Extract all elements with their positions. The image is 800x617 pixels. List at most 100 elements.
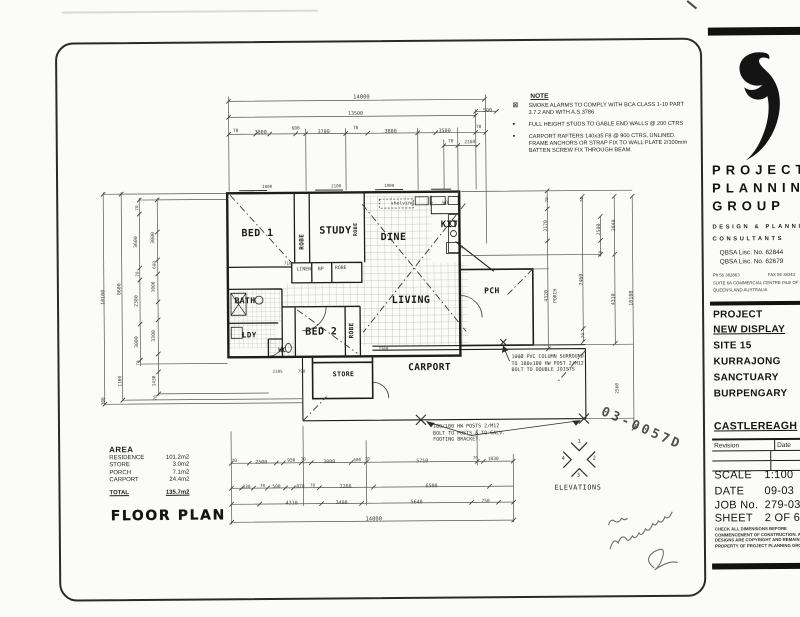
dimension-label: 500 xyxy=(482,107,493,114)
dimension-label: 600 xyxy=(291,126,300,132)
revision-empty-row xyxy=(712,450,800,462)
brand-line-3: GROUP xyxy=(712,197,786,214)
title-block-top-bar xyxy=(707,26,800,36)
date-value: 09-03 xyxy=(764,484,795,498)
divider-bar xyxy=(710,300,800,306)
elevation-number-1: 1 xyxy=(577,438,581,445)
dimension-label: ROBE xyxy=(334,266,347,272)
brand-line-2: PLANNING xyxy=(712,179,800,196)
dimension-label: 3000 xyxy=(323,459,336,466)
dimension-label: 1900 xyxy=(384,182,395,189)
room-label-bath: BATH xyxy=(234,296,256,306)
licence-2: QBSA Lisc. No. 62679 xyxy=(719,257,784,266)
area-title: AREA xyxy=(109,445,134,455)
dimension-label: 70 xyxy=(309,482,315,488)
dimension-label: 1100 xyxy=(118,375,124,387)
model-name: CASTLEREAGH xyxy=(713,419,798,433)
ppg-logo xyxy=(739,52,780,161)
dimension-label: 70 xyxy=(448,139,454,145)
dimension-label: 70 xyxy=(352,126,359,132)
dimension-label: 70 xyxy=(134,205,140,211)
room-label-study: STUDY xyxy=(319,225,352,237)
room-label: ROBE xyxy=(352,222,359,237)
room-label-carport: CARPORT xyxy=(408,361,451,374)
note-item: • FULL HEIGHT STUDS TO GABLE END WALLS @… xyxy=(513,121,695,129)
dimension-label: 2160 xyxy=(464,140,476,146)
room-label-living: LIVING xyxy=(391,294,431,307)
dimension-label: 70 xyxy=(300,456,306,462)
dimension-label: 3000 xyxy=(151,232,157,244)
note-text: CARPORT RAFTERS 140x35 F8 @ 900 CTRS, UN… xyxy=(528,132,688,154)
notes-block: NOTE ⊠ SMOKE ALARMS TO COMPLY WITH BCA C… xyxy=(512,92,695,160)
revision-table: Revision Date xyxy=(712,437,800,472)
roof-lines xyxy=(229,195,586,422)
door-arcs xyxy=(269,295,483,399)
dimension-label: 70 xyxy=(597,250,603,256)
dimension-label: 870 xyxy=(296,484,305,490)
carport-posts xyxy=(415,338,590,426)
dimension-label: 3600 xyxy=(134,236,140,248)
dimension-lines xyxy=(100,94,637,525)
tiled-floor-areas xyxy=(228,195,469,357)
dimension-label: 1030 xyxy=(487,456,499,463)
project-name: NEW DISPLAY xyxy=(713,323,786,336)
project-suburb: BURPENGARY xyxy=(713,387,788,400)
note-text: FULL HEIGHT STUDS TO GABLE END WALLS @ 2… xyxy=(528,120,684,128)
pvc-column-note: 100Ø PVC COLUMN SURROUND TO 100x100 HW P… xyxy=(511,353,584,374)
dimension-label: 3300 xyxy=(151,330,157,342)
project-estate-2: SANCTUARY xyxy=(713,372,779,384)
bullet-icon: • xyxy=(512,121,516,129)
leader-arrows xyxy=(425,345,581,436)
dimension-label: 2160 xyxy=(378,345,389,352)
dimension-label: 70 xyxy=(231,459,237,465)
elevation-number-3: 3 xyxy=(576,472,581,479)
project-heading: PROJECT xyxy=(713,309,763,321)
dimension-label: 1000 xyxy=(151,281,157,293)
note-text: SMOKE ALARMS TO COMPLY WITH BCA CLASS 1-… xyxy=(528,101,684,116)
dimension-label: 790 xyxy=(297,368,306,374)
dimension-label: 2500 xyxy=(597,223,603,236)
dimension-label: 4310 xyxy=(611,293,617,306)
address-line-1: SUITE 6A COMMERCIAL CENTRE ISLE OF CAPRI xyxy=(712,279,800,286)
job-row: JOB No.279-03 xyxy=(714,498,800,512)
date-column-header: Date xyxy=(777,441,791,449)
room-label-ldy: LDY xyxy=(241,330,257,340)
dimension-label: 1430 xyxy=(152,375,158,387)
dimension-label: 3700 xyxy=(317,129,330,136)
dimension-label: 3000 xyxy=(254,129,267,136)
dimension-label: 2260 xyxy=(339,483,352,490)
dimension-label: 2170 xyxy=(543,220,550,232)
dimension-label: 2100 xyxy=(331,183,342,189)
dimension-label: 4320 xyxy=(544,290,550,302)
dimension-label: LINEN xyxy=(296,267,312,273)
dimension-label: 710 xyxy=(283,260,292,266)
elevations-label: ELEVATIONS xyxy=(554,483,602,492)
dimension-label: 7460 xyxy=(579,273,585,286)
dimension-label: 5710 xyxy=(416,458,429,465)
revision-table-header: Revision Date xyxy=(712,439,800,452)
dimension-label: 70 xyxy=(232,129,239,135)
dimension-label: 70 xyxy=(475,125,482,131)
fax: FAX 56 38343 xyxy=(767,271,796,278)
dimension-label: 70 xyxy=(364,456,370,462)
dimension-label: 70 xyxy=(259,482,265,489)
dimension-label: 300 xyxy=(101,397,107,406)
dimension-label: 600 xyxy=(151,261,157,269)
dimension-label: 70 xyxy=(152,395,158,401)
brand-line-1: PROJECT xyxy=(711,161,800,178)
dimension-label: 500 xyxy=(272,484,281,490)
note-item: ⊠ SMOKE ALARMS TO COMPLY WITH BCA CLASS … xyxy=(512,102,694,117)
project-site: SITE 15 xyxy=(713,340,752,352)
dimension-label: 70 xyxy=(135,360,141,366)
scale-value: 1:100 xyxy=(764,468,794,482)
dimension-label: 3000 xyxy=(134,336,140,348)
room-label-bed1: BED 1 xyxy=(241,227,274,240)
dimension-label: 4310 xyxy=(285,500,298,507)
